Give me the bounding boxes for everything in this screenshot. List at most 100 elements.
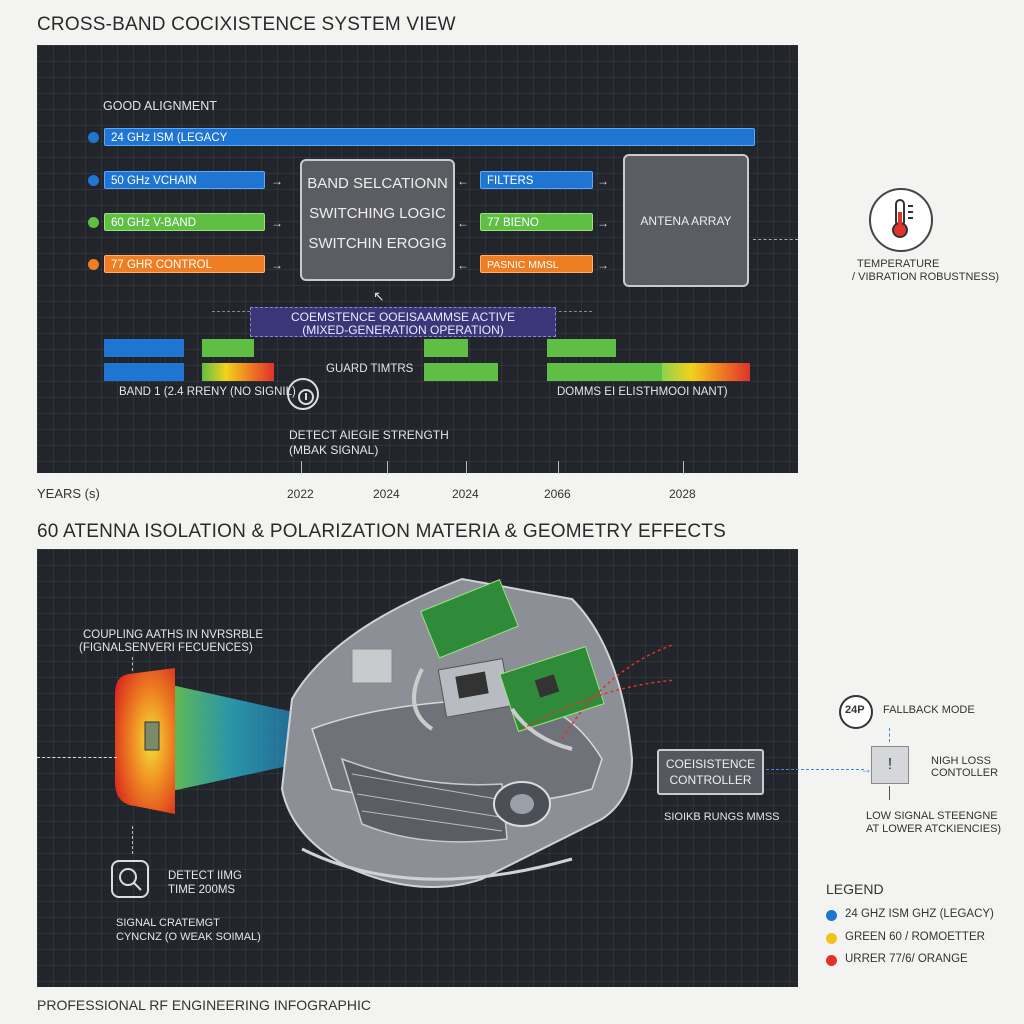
top-section-title: CROSS-BAND COCIXISTENCE SYSTEM VIEW: [37, 14, 456, 35]
fallback-connector: [889, 786, 890, 800]
band-selection-line3: SWITCHIN EROGIG: [308, 235, 447, 252]
band-selection-line2: SWITCHING LOGIC: [309, 205, 446, 222]
timeline-bar-green: [547, 339, 616, 357]
antenna-array-label: ANTENA ARRAY: [640, 214, 732, 228]
legend-dot: [826, 910, 837, 921]
fallback-icon: [839, 695, 873, 729]
timeline-bar-gradient: [202, 363, 274, 381]
band1-label: BAND 1 (2.4 RRENY (NO SIGNIL): [119, 386, 296, 398]
timeline-bar-blue: [104, 339, 184, 357]
band-bar-60ghz: 60 GHz V-BAND: [104, 213, 265, 231]
controller-output-line: [766, 769, 864, 770]
axis-tick: [683, 461, 684, 473]
arrow-right-icon: →: [271, 174, 283, 188]
band-bar-77ghz: 77 GHR CONTROL: [104, 255, 265, 273]
temperature-line2: / VIBRATION ROBUSTNESS): [852, 271, 1000, 283]
timeline-bar-blue: [104, 363, 184, 381]
legend-item: URRER 77/6/ ORANGE: [845, 953, 968, 965]
fallback-box-line2: CONTOLLER: [931, 767, 999, 779]
coexistence-controller-box: COEISISTENCE CONTROLLER: [657, 749, 764, 795]
controller-line2: CONTROLLER: [669, 773, 752, 787]
arrow-left-icon: ←: [457, 174, 469, 188]
temperature-line1: TEMPERATURE: [857, 258, 940, 270]
legend-item: GREEN 60 / ROMOETTER: [845, 931, 985, 943]
band-selection-box: BAND SELCATIONN SWITCHING LOGIC SWITCHIN…: [300, 159, 455, 281]
axis-tick: [466, 461, 467, 473]
fallback-icon-text: 24P: [845, 704, 865, 716]
axis-tick-label: 2024: [373, 487, 400, 501]
guard-times-label: GUARD TIMTRS: [326, 363, 414, 375]
band-dot-50ghz: [88, 175, 99, 186]
bottom-section-title: 60 ATENNA ISOLATION & POLARIZATION MATER…: [37, 521, 726, 542]
coexistence-line1: COEMSTENCE OOEISAAMMSE ACTIVE: [290, 310, 516, 324]
arrow-right-icon: →: [860, 762, 872, 776]
arrow-right-icon: →: [597, 258, 609, 272]
detect-timing-line1: DETECT IIMG: [168, 870, 242, 882]
timeline-bar-green: [202, 339, 254, 357]
fallback-label: FALLBACK MODE: [883, 704, 975, 716]
passive-bar: PASNIC MMSL: [480, 255, 593, 273]
detect-connector: [132, 826, 133, 854]
arrow-left-icon: ←: [457, 258, 469, 272]
axis-label: YEARS (s): [37, 486, 100, 501]
low-signal-line1: LOW SIGNAL STEENGNE: [866, 810, 998, 822]
thermometer-icon: [869, 188, 933, 252]
fallback-box-line1: NIGH LOSS: [931, 755, 991, 767]
coexistence-active-banner: COEMSTENCE OOEISAAMMSE ACTIVE (MIXED-GEN…: [250, 307, 556, 337]
coupling-line1: COUPLING AATHS IN NVRSRBLE: [83, 629, 263, 641]
band-dot-77ghz: [88, 259, 99, 270]
top-diagram-panel: GOOD ALIGNMENT 24 GHz ISM (LEGACY 50 GHz…: [37, 45, 798, 473]
coupling-connector: [132, 657, 133, 671]
coupling-line2: (FIGNALSENVERI FECUENCES): [79, 642, 253, 654]
timeline-bar-green: [424, 339, 468, 357]
detect-strength-label: DETECT AIEGIE STRENGTH: [289, 428, 449, 442]
legend-item: 24 GHZ ISM GHZ (LEGACY): [845, 908, 994, 920]
arrow-right-icon: →: [597, 216, 609, 230]
axis-tick-label: 2028: [669, 487, 696, 501]
detect-timer-icon: [111, 860, 149, 898]
band-bar-24ghz: 24 GHz ISM (LEGACY: [104, 128, 755, 146]
detect-strength-sub: (MBAK SIGNAL): [289, 443, 379, 457]
alert-icon: !: [871, 746, 909, 784]
coexistence-line2: (MIXED-GENERATION OPERATION): [302, 323, 504, 337]
timeline-bar-green: [424, 363, 498, 381]
arrow-right-icon: →: [597, 174, 609, 188]
filters-bar: FILTERS: [480, 171, 593, 189]
temperature-connector: [753, 239, 798, 240]
legend-title: LEGEND: [826, 881, 884, 897]
sidelabel: SIOIKB RUNGS MMSS: [664, 811, 780, 823]
legend-dot: [826, 933, 837, 944]
footer-caption: PROFESSIONAL RF ENGINEERING INFOGRAPHIC: [37, 997, 371, 1013]
signal-line2: CYNCNZ (O WEAK SOIMAL): [116, 931, 261, 943]
antenna-radiation-graphic: [115, 668, 352, 814]
band-dot-24ghz: [88, 132, 99, 143]
low-signal-line2: AT LOWER ATCKIENCIES): [866, 823, 1002, 835]
fallback-connector: [889, 728, 890, 742]
arrow-right-icon: →: [271, 216, 283, 230]
antenna-array-box: ANTENA ARRAY: [623, 154, 749, 287]
axis-tick: [558, 461, 559, 473]
arrow-up-icon: ↖: [373, 288, 385, 304]
signal-detect-icon: [287, 378, 319, 410]
good-alignment-label: GOOD ALIGNMENT: [103, 99, 217, 113]
arrow-left-icon: ←: [457, 216, 469, 230]
legend-dot: [826, 955, 837, 966]
bottom-diagram-panel: COUPLING AATHS IN NVRSRBLE (FIGNALSENVER…: [37, 549, 798, 987]
axis-tick-label: 2022: [287, 487, 314, 501]
axis-tick-label: 2024: [452, 487, 479, 501]
timeline-bar-green: [547, 363, 662, 381]
detect-timing-line2: TIME 200MS: [168, 884, 236, 896]
axis-tick-label: 2066: [544, 487, 571, 501]
band-selection-line1: BAND SELCATIONN: [307, 175, 448, 192]
timeline-bar-gradient: [662, 363, 750, 381]
axis-tick: [387, 461, 388, 473]
controller-line1: COEISISTENCE: [665, 757, 756, 771]
band-dot-60ghz: [88, 217, 99, 228]
domain-label: DOMMS EI ELISTHMOOI NANT): [557, 386, 728, 398]
axis-tick: [301, 461, 302, 473]
input-dashed-arrow: [37, 757, 117, 758]
car-front-graphic: [280, 577, 672, 888]
band-bar-50ghz: 50 GHz VCHAIN: [104, 171, 265, 189]
signal-line1: SIGNAL CRATEMGT: [116, 917, 220, 929]
arrow-right-icon: →: [271, 258, 283, 272]
